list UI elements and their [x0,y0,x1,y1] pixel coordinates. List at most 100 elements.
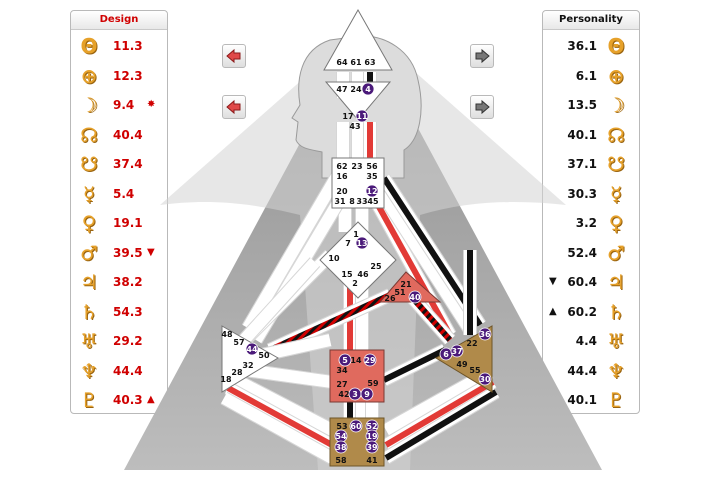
design-row: ☿5.4 [71,179,167,209]
design-value: 5.4 [113,186,135,201]
design-row: ♅29.2 [71,326,167,356]
gate-number: 48 [221,330,233,339]
sun-icon: Θ [80,34,98,58]
design-row: ♇40.3▲ [71,385,167,415]
design-value: 44.4 [113,363,143,378]
gate-number: 37 [451,347,462,356]
channel [230,257,320,355]
personality-value: 37.1 [567,157,597,171]
personality-value: 13.5 [567,98,597,112]
gate-active-marker [355,109,369,123]
venus-icon: ♀ [81,211,97,235]
gate-number: 4 [365,85,371,94]
personality-row: ⊕ 6.1 [543,61,639,91]
design-value: 40.3 [113,393,143,407]
personality-value: 6.1 [575,68,597,83]
gate-number: 18 [220,375,232,384]
gate-number: 19 [366,432,378,441]
design-value: 38.2 [113,275,143,289]
gate-number: 35 [366,172,378,181]
design-value: 19.1 [113,216,143,230]
gate-number: 21 [400,280,412,289]
ego-center [378,271,442,303]
gate-number: 46 [357,270,369,279]
personality-next-button[interactable] [470,95,494,119]
channel [221,392,335,464]
north-node-icon: ☊ [80,122,98,147]
g-center [319,221,397,299]
gate-number: 25 [370,262,382,271]
gate-active-marker [365,440,379,454]
personality-row: ☋37.1 [543,149,639,179]
personality-value: 3.2 [575,216,597,230]
ajna-center [324,81,392,121]
design-value: 11.3 [113,39,143,53]
channel [229,372,335,436]
personality-row: ☊40.1 [543,120,639,150]
gate-number: 53 [336,422,347,431]
venus-icon: ♀ [608,211,624,235]
personality-value: 60.2 [567,304,597,319]
design-row: ♂39.5▼ [71,238,167,268]
personality-value: 4.4 [575,334,597,348]
gate-number: 63 [364,58,375,67]
personality-row: ☿30.3 [543,179,639,209]
arrow-right-icon [475,99,490,115]
design-marker: ✸ [147,99,156,110]
gate-active-marker [365,184,379,198]
gate-number: 1 [353,230,359,239]
neptune-icon: ♆ [80,358,98,383]
personality-value: 60.4 [567,275,597,289]
channel-defined-personality [384,389,498,461]
earth-icon: ⊕ [607,63,625,88]
design-value: 40.4 [113,127,143,142]
personality-value: 52.4 [567,245,597,260]
mars-icon: ♂ [607,240,625,265]
solar-plexus-center [435,325,493,393]
design-value: 12.3 [113,68,143,83]
design-value: 37.4 [113,157,143,171]
gate-number: 55 [469,366,481,375]
sun-icon: Θ [607,34,625,58]
gate-number: 54 [335,432,347,441]
gate-number: 39 [366,443,378,452]
gate-active-marker [478,327,492,341]
gate-number: 10 [328,254,340,263]
south-node-icon: ☋ [80,152,98,176]
gate-number: 11 [356,112,368,121]
design-next-button[interactable] [222,95,246,119]
channel-defined-design [375,203,453,337]
gate-number: 56 [366,162,378,171]
saturn-icon: ♄ [607,299,625,324]
design-value: 54.3 [113,304,143,319]
spleen-center [221,325,279,393]
personality-marker: ▲ [549,305,557,317]
design-row: Θ 11.3 [71,31,167,61]
design-value: 39.5 [113,245,143,260]
arrow-right-icon [475,48,490,64]
design-row: ♄54.3 [71,297,167,327]
gate-active-marker [450,344,464,358]
personality-prev-button[interactable] [470,44,494,68]
gate-number: 13 [356,239,367,248]
gate-number: 32 [242,361,253,370]
gate-active-marker [361,82,375,96]
gate-number: 8 [349,197,355,206]
gate-number: 60 [350,422,362,431]
gate-number: 24 [350,85,362,94]
channel [260,334,332,361]
arrow-left-icon [226,99,241,115]
gate-number: 27 [336,380,347,389]
gate-active-marker [408,290,422,304]
channel [383,366,493,436]
gate-number: 42 [338,390,349,399]
design-prev-button[interactable] [222,44,246,68]
personality-value: 40.1 [567,127,597,142]
personality-row: ♂ 52.4 [543,238,639,268]
neptune-icon: ♆ [607,358,625,383]
gate-active-marker [334,440,348,454]
